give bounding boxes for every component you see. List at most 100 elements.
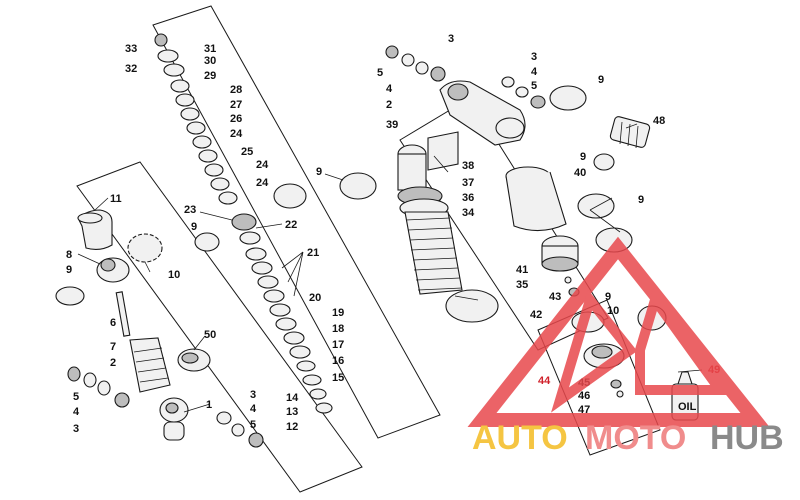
spring-seat-bottom	[445, 289, 499, 323]
damper-body	[129, 337, 171, 393]
right-bushing-stack	[216, 411, 264, 448]
callout-38: 38	[462, 160, 474, 172]
callout-9d: 9	[598, 74, 604, 86]
callout-26: 26	[230, 113, 242, 125]
callout-20: 20	[309, 292, 321, 304]
logo-inner-shape	[635, 288, 730, 395]
callout-32: 32	[125, 63, 137, 75]
callout-5b: 5	[250, 419, 256, 431]
bump-stop	[77, 209, 113, 251]
callout-42: 42	[530, 309, 542, 321]
hose-fitting	[609, 116, 651, 149]
callout-36: 36	[462, 192, 474, 204]
shim-stack	[154, 33, 333, 414]
svg-text:OIL: OIL	[678, 401, 697, 413]
callout-3c: 3	[448, 33, 454, 45]
watermark-text: AUTO MOTO HUB	[472, 419, 784, 457]
callout-37: 37	[462, 177, 474, 189]
callout-10b: 10	[607, 305, 619, 317]
callout-34: 34	[462, 207, 475, 219]
callout-44: 44	[538, 375, 551, 387]
callout-9a: 9	[191, 221, 197, 233]
logo-outer-triangle	[467, 236, 770, 427]
callout-6: 6	[110, 317, 116, 329]
callout-4c: 4	[386, 83, 393, 95]
callout-3a: 3	[73, 423, 79, 435]
center-o-ring	[273, 183, 307, 209]
callout-5d: 5	[531, 80, 537, 92]
callout-29: 29	[204, 70, 216, 82]
callout-11: 11	[110, 193, 122, 205]
oil-bottle: OIL	[671, 371, 699, 421]
callout-24c: 24	[256, 177, 269, 189]
callout-39: 39	[386, 119, 398, 131]
callout-25: 25	[241, 146, 253, 158]
callout-31: 31	[204, 43, 216, 55]
bleed-cap	[427, 131, 459, 171]
callout-8: 8	[66, 249, 72, 261]
callout-48: 48	[653, 115, 665, 127]
mid-o-ring	[339, 172, 377, 200]
left-assembly-frame	[76, 161, 363, 493]
callout-22: 22	[285, 219, 297, 231]
piston-ring	[194, 232, 220, 252]
watermark-moto: MOTO	[585, 419, 686, 457]
seal-ring	[127, 233, 163, 263]
reservoir-cap	[541, 235, 579, 272]
callout-3d: 3	[531, 51, 537, 63]
callout-40: 40	[574, 167, 586, 179]
valve-parts	[610, 379, 624, 398]
callout-4a: 4	[73, 406, 80, 418]
callout-13: 13	[286, 406, 298, 418]
callout-2a: 2	[110, 357, 116, 369]
reservoir-sleeve	[505, 166, 567, 232]
top-o-ring	[549, 85, 587, 111]
left-bushing-stack	[67, 366, 130, 408]
reservoir-o-ring	[577, 193, 615, 219]
shaft	[115, 291, 131, 337]
watermark-auto: AUTO	[472, 419, 568, 457]
callout-24a: 24	[230, 128, 243, 140]
callout-9g: 9	[605, 291, 611, 303]
callout-23: 23	[184, 204, 196, 216]
callout-9f: 9	[638, 194, 644, 206]
callout-4d: 4	[531, 66, 538, 78]
callout-12: 12	[286, 421, 298, 433]
spacer-50	[177, 348, 211, 372]
callout-16: 16	[332, 355, 344, 367]
callout-33: 33	[125, 43, 137, 55]
callout-2b: 2	[386, 99, 392, 111]
callout-19: 19	[332, 307, 344, 319]
callout-50: 50	[204, 329, 216, 341]
callout-27: 27	[230, 99, 242, 111]
callout-35: 35	[516, 279, 528, 291]
callout-5c: 5	[377, 67, 383, 79]
watermark-logo	[467, 236, 770, 427]
callout-28: 28	[230, 84, 242, 96]
logo-left-shape	[551, 289, 638, 413]
watermark-hub: HUB	[710, 419, 784, 457]
callout-18: 18	[332, 323, 344, 335]
callout-7: 7	[110, 341, 116, 353]
callout-14: 14	[286, 392, 299, 404]
callout-43: 43	[549, 291, 561, 303]
callout-5a: 5	[73, 391, 79, 403]
callout-17: 17	[332, 339, 344, 351]
top-bushing-stack	[385, 45, 546, 109]
callout-3b: 3	[250, 389, 256, 401]
callout-15: 15	[332, 372, 344, 384]
callout-41: 41	[516, 264, 528, 276]
callout-1: 1	[206, 399, 212, 411]
fitting-o-ring	[593, 153, 615, 171]
o-ring	[55, 286, 85, 306]
callout-4b: 4	[250, 403, 257, 415]
callout-24b: 24	[256, 159, 269, 171]
leader-lines	[77, 123, 703, 413]
callout-9b: 9	[316, 166, 322, 178]
callout-10a: 10	[168, 269, 180, 281]
callout-30: 30	[204, 55, 216, 67]
callout-9c: 9	[66, 264, 72, 276]
callout-21: 21	[307, 247, 319, 259]
center-assembly-frame	[152, 5, 441, 439]
